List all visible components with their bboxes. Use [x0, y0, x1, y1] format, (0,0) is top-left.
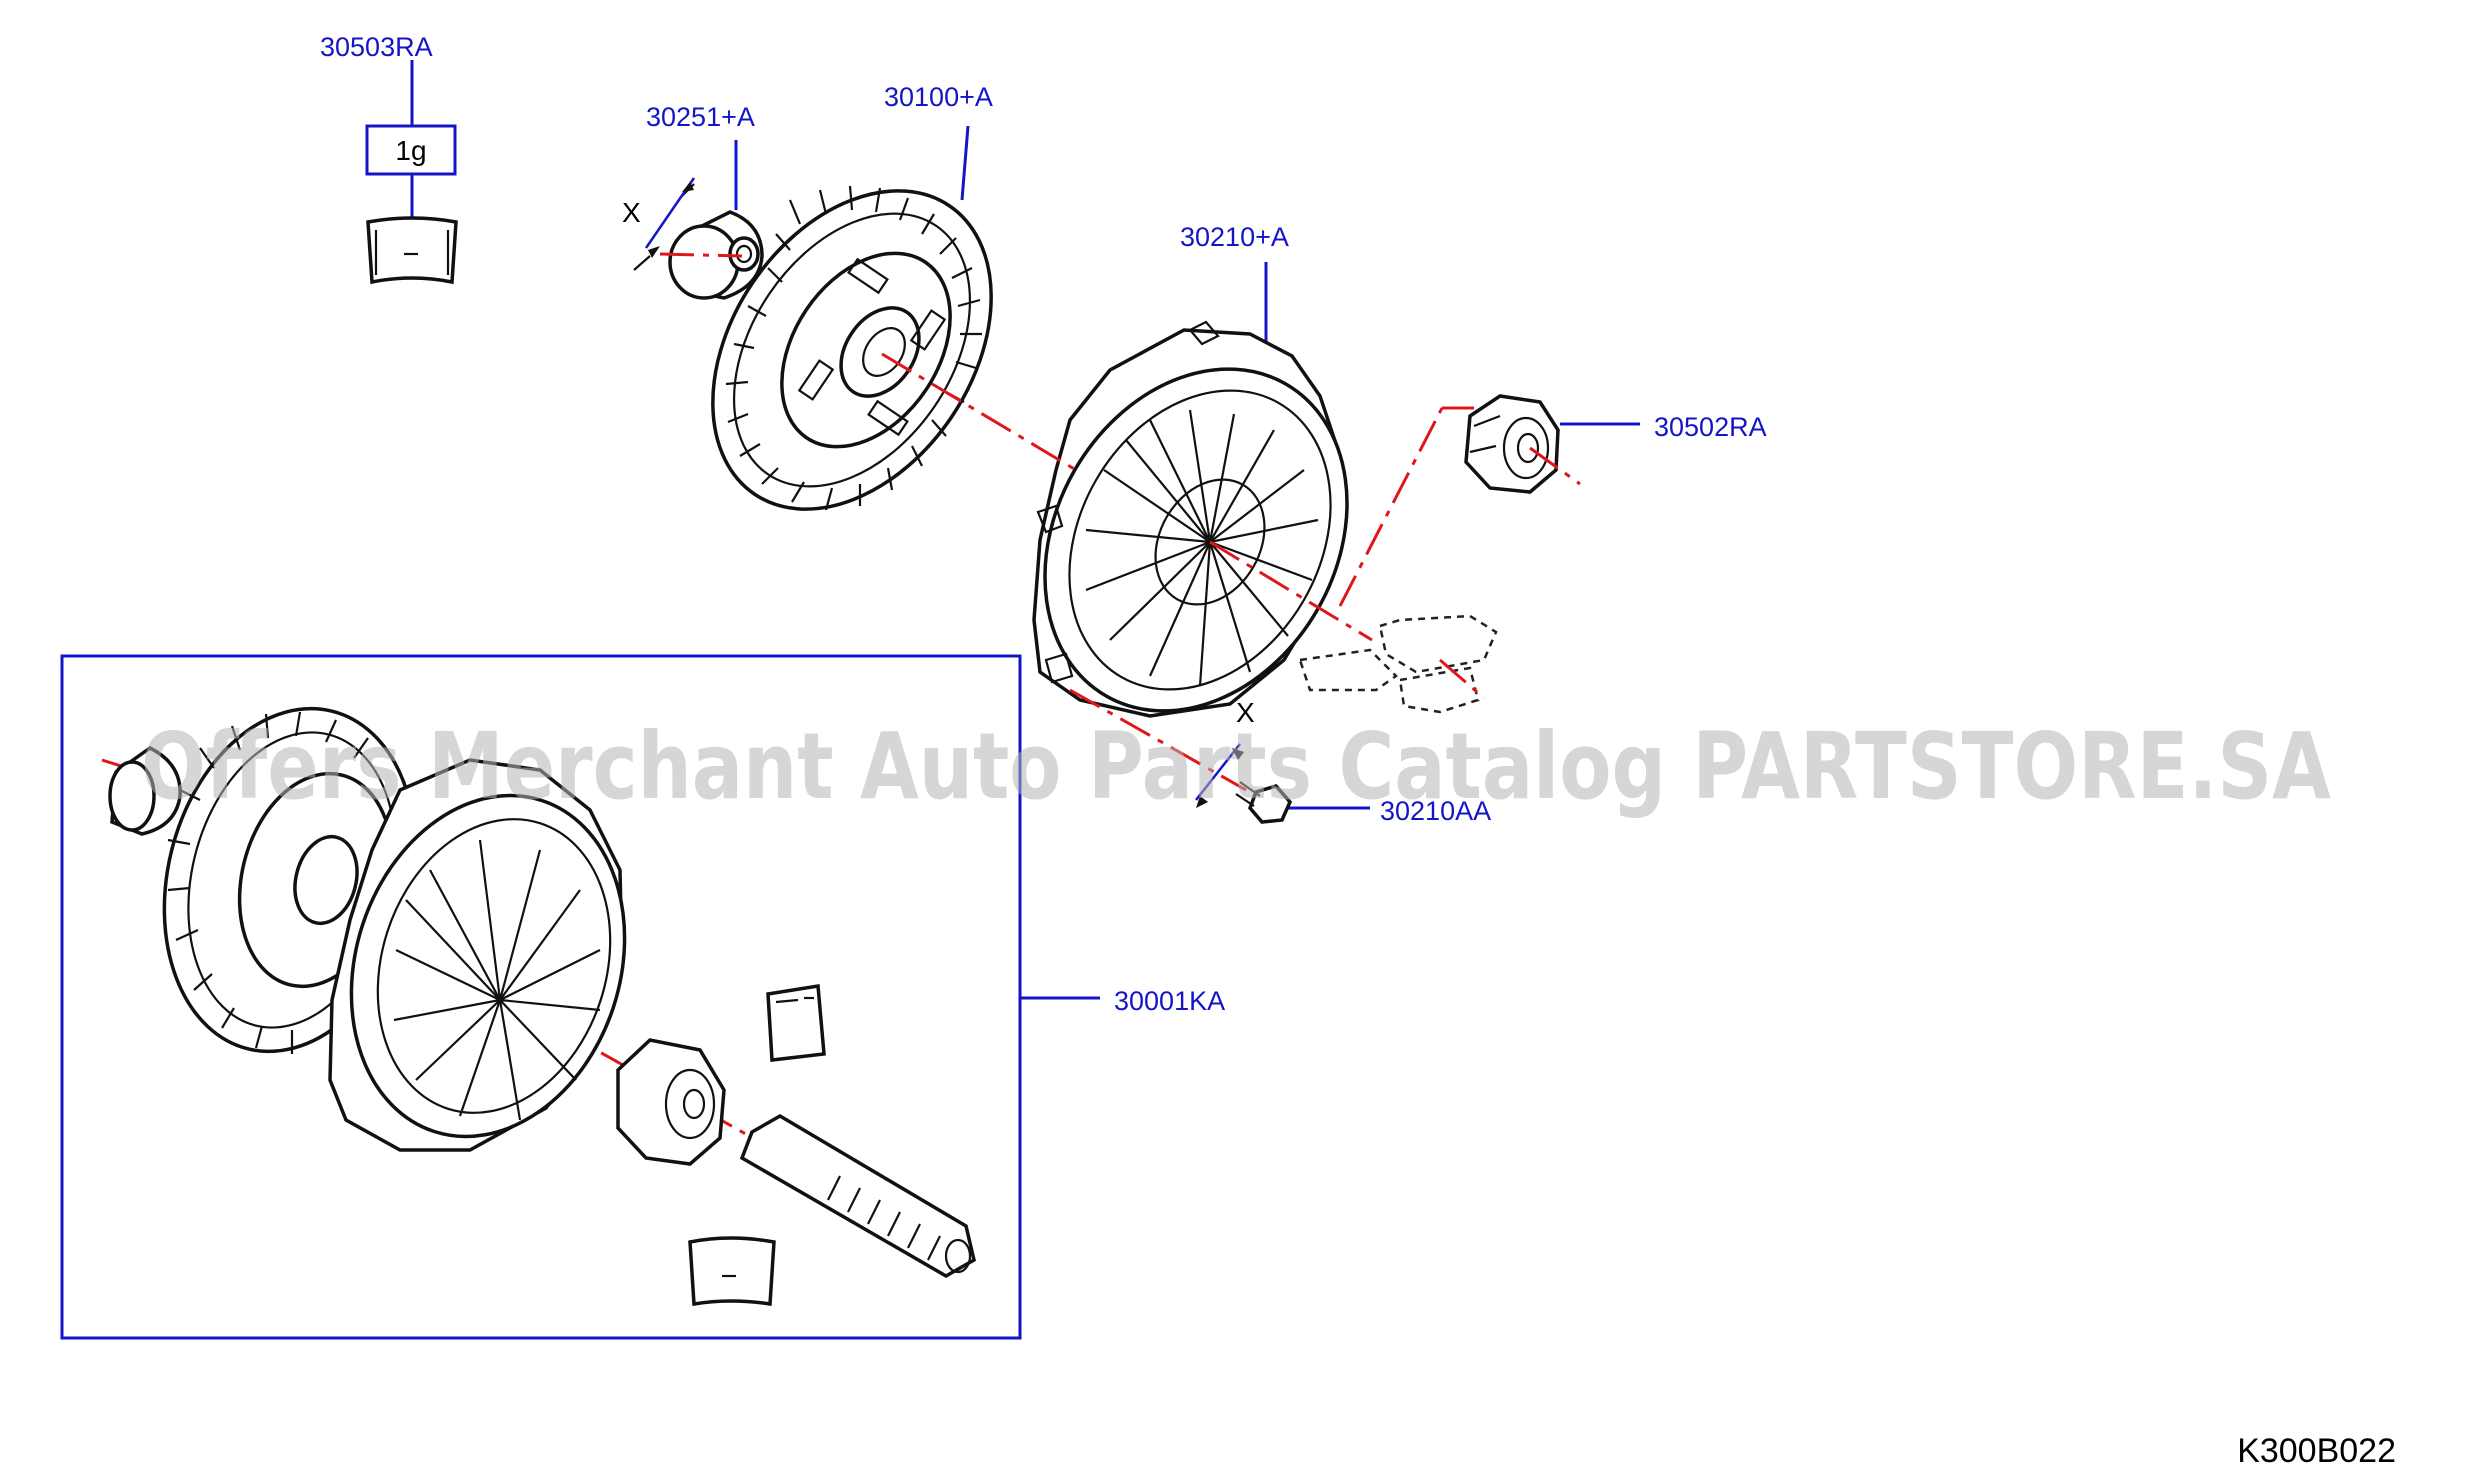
pilot-bearing-icon [108, 745, 182, 836]
cover-bolt-group[interactable]: X [1195, 697, 1370, 824]
watermark-text: Offers Merchant Auto Parts Catalog PARTS… [141, 713, 2331, 820]
dim-x-bolt-label: X [1236, 697, 1255, 728]
release-bearing-icon [1464, 394, 1560, 494]
dim-x-top-label: X [622, 197, 641, 228]
grease-qty-label: 1g [395, 135, 426, 166]
kit-contents [108, 706, 977, 1307]
drawing-reference: K300B022 [2237, 1432, 2396, 1470]
diaphragm-fingers [1085, 409, 1319, 687]
dim-line-bolt [1195, 743, 1241, 801]
release-fork-outline [1298, 614, 1498, 714]
disc-friction-hatch [725, 185, 982, 511]
bolt-icon [1235, 781, 1293, 824]
grease-packet-icon [688, 1236, 776, 1307]
leader-clutch-disc [960, 125, 970, 201]
clutch-disc-icon [711, 185, 993, 511]
grease-top-group[interactable]: 1g [365, 60, 458, 285]
grease-packet-icon [366, 216, 458, 285]
clutch-disc-group[interactable] [655, 125, 1049, 561]
dim-tick [633, 255, 651, 271]
callout-30100A[interactable]: 30100+A [884, 82, 993, 112]
cover-tab [1188, 320, 1220, 346]
instruction-card-icon [766, 983, 826, 1062]
callout-30210AA[interactable]: 30210AA [1380, 796, 1491, 826]
cover-tab [1036, 504, 1064, 534]
callout-30001KA[interactable]: 30001KA [1114, 986, 1225, 1016]
pressure-plate-icon [328, 758, 627, 1152]
pilot-bearing-group[interactable]: X [622, 140, 764, 300]
disc-springs [797, 257, 947, 437]
callout-30503RA[interactable]: 30503RA [320, 32, 433, 62]
qty-box [365, 124, 457, 176]
pressure-plate-icon [1032, 320, 1349, 718]
callout-30251A[interactable]: 30251+A [646, 102, 755, 132]
release-bearing-icon [616, 1038, 726, 1166]
release-bearing-group[interactable] [1464, 394, 1640, 494]
clutch-cover-group[interactable] [985, 262, 1407, 766]
cover-tab [1044, 652, 1074, 684]
callout-30210A[interactable]: 30210+A [1180, 222, 1289, 252]
callout-30502RA[interactable]: 30502RA [1654, 412, 1767, 442]
alignment-tool-icon [739, 1113, 977, 1279]
